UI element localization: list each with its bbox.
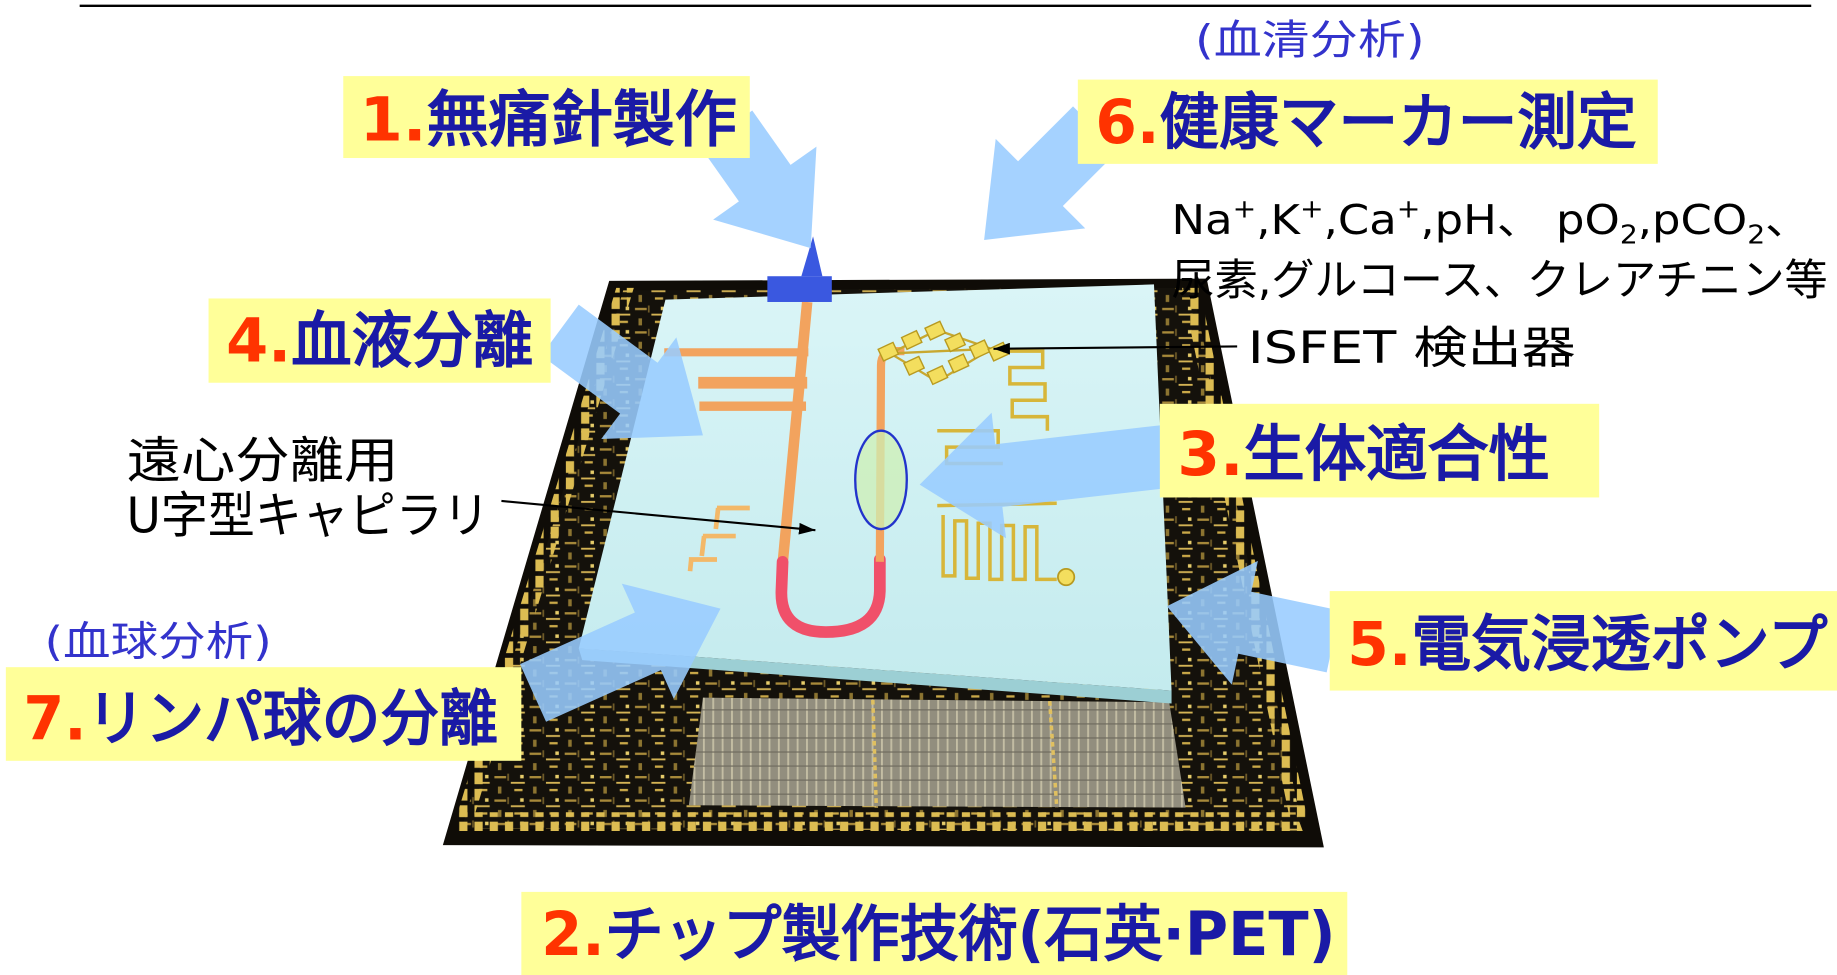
label-box xyxy=(208,298,551,383)
u-shaped-capillary xyxy=(775,553,886,638)
chip-array-trace xyxy=(871,699,879,808)
analyte-text: 、 xyxy=(1765,196,1810,244)
label-title: リンパ球の分離 xyxy=(87,684,498,755)
analyte-superscript: + xyxy=(1397,195,1421,225)
label-box xyxy=(1329,591,1837,691)
isfet-pad xyxy=(902,355,926,376)
analytes-line-2: 尿素,グルコース、クレアチニン等 xyxy=(1172,256,1828,306)
label-number: 6. xyxy=(1095,87,1159,158)
label-title: 血液分離 xyxy=(291,306,533,377)
label-number: 1. xyxy=(360,84,427,155)
label-title: 健康マーカー測定 xyxy=(1160,87,1637,158)
label-box xyxy=(343,76,750,159)
label-box xyxy=(1077,79,1658,164)
analyte-text: ,K xyxy=(1256,196,1301,244)
label-needle-fabrication: 1.無痛針製作 xyxy=(343,76,750,159)
chip-array-trace xyxy=(1047,700,1059,808)
label-electroosmotic-pump: 5.電気浸透ポンプ xyxy=(1329,591,1837,691)
isfet-pad xyxy=(943,332,967,353)
isfet-pad xyxy=(924,320,947,341)
label-title: 生体適合性 xyxy=(1243,419,1550,490)
isfet-pad xyxy=(968,339,991,360)
capillary-caption-line-2: U字型キャピラリ xyxy=(127,487,490,545)
label-title: 電気浸透ポンプ xyxy=(1412,609,1828,680)
label-text: 2.チップ製作技術(石英·PET) xyxy=(541,899,1335,970)
label-lymphocyte-separation: 7.リンパ球の分離 xyxy=(5,667,522,761)
analyte-text: Na xyxy=(1172,196,1233,244)
label-text: 5.電気浸透ポンプ xyxy=(1347,609,1827,680)
isfet-detector-label: ISFET 検出器 xyxy=(1248,323,1576,374)
label-text: 4.血液分離 xyxy=(226,306,533,377)
label-text: 1.無痛針製作 xyxy=(360,84,737,155)
arrow-lymphocyte-separation xyxy=(520,583,721,722)
isfet-pad xyxy=(947,353,970,374)
capillary-caption-line-1: 遠心分離用 xyxy=(127,432,399,490)
label-biocompatibility: 3.生体適合性 xyxy=(1159,403,1600,498)
label-chip-fabrication: 2.チップ製作技術(石英·PET) xyxy=(521,891,1348,975)
isfet-pointer-arrow xyxy=(993,342,1238,355)
main-channel xyxy=(777,301,813,565)
blood-cell-analysis-note: (血球分析) xyxy=(45,617,272,665)
chip-memory-array xyxy=(688,697,1186,808)
label-number: 3. xyxy=(1177,419,1243,490)
isfet-pad xyxy=(926,364,949,386)
label-box xyxy=(1159,403,1600,498)
label-number: 4. xyxy=(226,306,291,377)
electrode-terminal xyxy=(1057,567,1076,587)
label-text: 7.リンパ球の分離 xyxy=(23,684,497,755)
label-blood-separation: 4.血液分離 xyxy=(208,298,551,383)
arrow-biocompatibility xyxy=(919,412,1170,539)
stair-channel xyxy=(687,505,750,572)
analyte-subscript: 2 xyxy=(1747,220,1765,250)
serum-analysis-note: (血清分析) xyxy=(1195,16,1425,64)
label-box xyxy=(521,891,1348,975)
analyte-text: ,Ca xyxy=(1324,196,1397,244)
arrow-electroosmotic-pump xyxy=(1166,560,1340,685)
analyte-subscript: 2 xyxy=(1620,220,1638,250)
label-number: 5. xyxy=(1347,609,1411,680)
needle-tip xyxy=(801,236,823,277)
isfet-pad xyxy=(877,341,900,362)
chip-bond-pads-bottom xyxy=(454,812,1303,832)
serpentine-upper xyxy=(1002,349,1050,431)
label-number: 7. xyxy=(23,684,86,755)
capillary-pointer-arrow xyxy=(501,499,816,535)
slab-side xyxy=(578,648,1172,704)
label-title: 無痛針製作 xyxy=(426,84,736,155)
label-number: 2. xyxy=(541,899,604,970)
microneedle xyxy=(767,236,832,302)
label-text: 3.生体適合性 xyxy=(1177,419,1550,490)
needle-base xyxy=(767,276,832,302)
isfet-pad xyxy=(900,329,923,351)
arrow-blood-separation xyxy=(541,304,703,440)
analyte-text: ,pH、 pO xyxy=(1420,196,1619,244)
label-box xyxy=(5,667,522,761)
label-text: 6.健康マーカー測定 xyxy=(1095,87,1636,158)
detection-zone-ellipse xyxy=(854,429,908,531)
analyte-superscript: + xyxy=(1300,195,1324,225)
analyte-superscript: + xyxy=(1233,195,1257,225)
analyte-text: ,pCO xyxy=(1638,196,1747,244)
label-title: チップ製作技術(石英·PET) xyxy=(605,899,1336,970)
label-health-marker-measurement: 6.健康マーカー測定 xyxy=(1077,79,1658,164)
